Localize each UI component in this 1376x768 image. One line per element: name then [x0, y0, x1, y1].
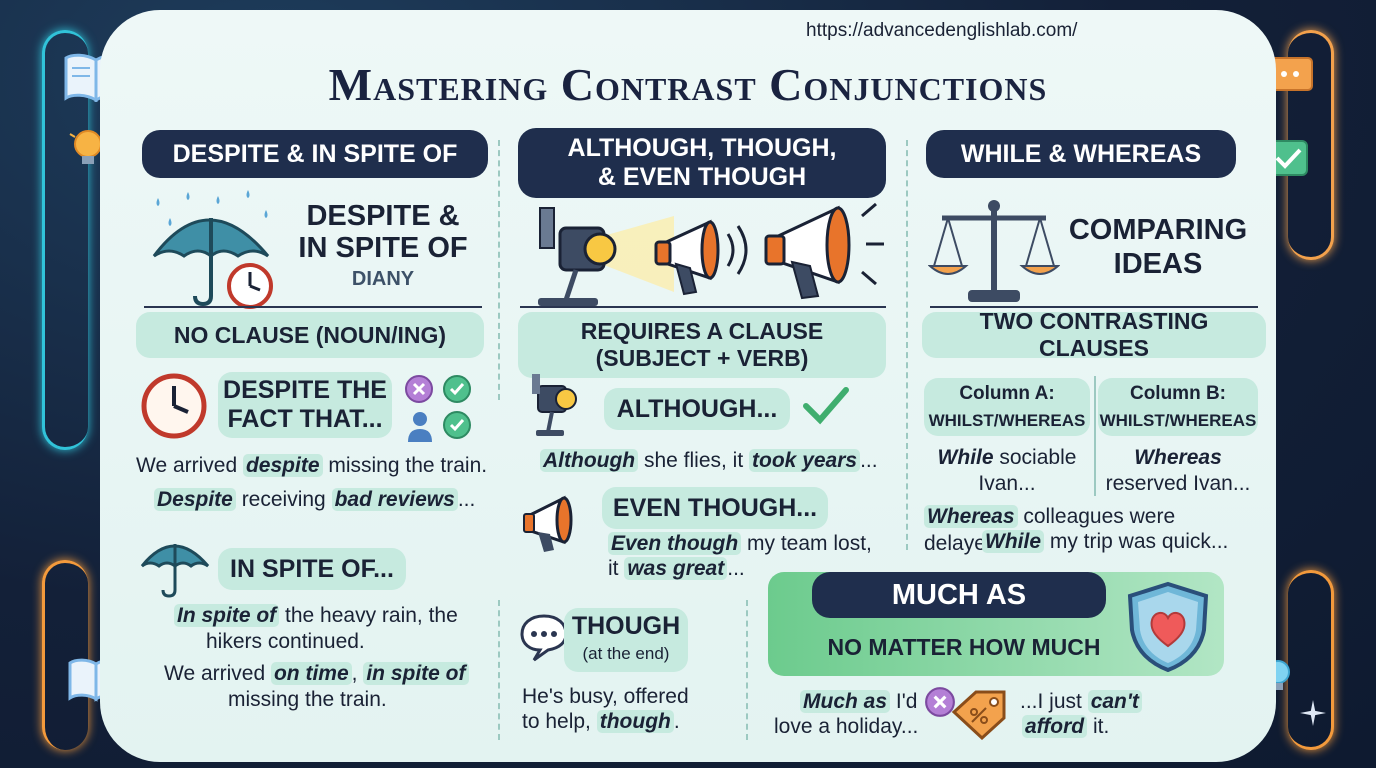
much-as-example-a: Much as I'd [800, 688, 930, 715]
neon-border-right [1288, 30, 1334, 260]
column-divider-1 [498, 140, 500, 400]
megaphone-icon [764, 202, 884, 300]
umbrella-icon [140, 544, 210, 598]
though-example-b: to help, though. [522, 710, 680, 733]
despite-fact-line2: FACT THAT... [227, 405, 383, 433]
spotlight-icon [532, 374, 577, 436]
neon-border-left-lower [42, 560, 88, 750]
requires-clause-pill: REQUIRES A CLAUSE (SUBJECT + VERB) [518, 312, 886, 378]
although-header: ALTHOUGH, THOUGH, & EVEN THOUGH [518, 128, 886, 198]
comparing-big-line1: COMPARING [1068, 214, 1248, 246]
despite-fact-pill: DESPITE THE FACT THAT... [218, 372, 392, 438]
page-title: Mastering Contrast Conjunctions [328, 59, 1048, 110]
although-pill: ALTHOUGH... [604, 388, 790, 430]
in-spite-example-1b: hikers continued. [206, 630, 365, 653]
person-icon [408, 412, 432, 442]
x-circle-icon [405, 375, 433, 403]
two-clauses-pill: TWO CONTRASTING CLAUSES [922, 308, 1266, 361]
check-icon [803, 387, 849, 425]
megaphone-icon [523, 495, 573, 552]
while-example: While my trip was quick... [982, 528, 1262, 555]
umbrella-icon [152, 190, 270, 307]
megaphone-icon [654, 219, 748, 296]
site-url[interactable]: https://advancedenglishlab.com/ [806, 20, 1078, 41]
spotlight-icon [538, 207, 674, 306]
column-a-example-a: While sociable [937, 446, 1077, 469]
check-circle-icon [443, 411, 471, 439]
column-divider-2 [906, 140, 908, 550]
despite-fact-line1: DESPITE THE [223, 376, 387, 404]
col1-rule [144, 306, 482, 308]
much-as-sub: NO MATTER HOW MUCH [827, 634, 1101, 660]
despite-example-2: Despite receiving bad reviews... [154, 486, 494, 513]
column-b-box: Column B: WHILST/WHEREAS [1098, 378, 1258, 436]
in-spite-example-2a: We arrived on time, in spite of [164, 660, 484, 687]
though-pill: THOUGH (at the end) [564, 608, 688, 672]
column-divider-1b [498, 600, 500, 740]
though-example-a: He's busy, offered [522, 685, 689, 708]
checkbox-icon [1268, 140, 1308, 176]
much-as-example-d: afford it. [1022, 713, 1172, 740]
column-b-example-b: reserved Ivan... [1105, 472, 1251, 495]
despite-example-1: We arrived despite missing the train. [136, 454, 488, 477]
column-b-example-a: Whereas [1134, 446, 1222, 469]
despite-big-line1: DESPITE & [306, 200, 460, 232]
even-though-pill: EVEN THOUGH... [602, 487, 828, 529]
speech-bubble-icon [520, 614, 568, 662]
despite-big-line2: IN SPITE OF [298, 232, 468, 264]
in-spite-of-pill: IN SPITE OF... [218, 548, 406, 590]
comparing-big-line2: IDEAS [1113, 248, 1203, 280]
column-a-example-b: Ivan... [978, 472, 1036, 495]
despite-small-label: DIANY [351, 268, 415, 290]
even-though-example-b: it was great... [608, 557, 745, 580]
check-circle-icon [443, 375, 471, 403]
sparkle-icon [1300, 700, 1326, 726]
clock-icon [227, 263, 273, 309]
x-circle-icon [925, 687, 955, 717]
neon-border-right-lower [1288, 570, 1334, 750]
price-tag-icon [951, 690, 1006, 740]
despite-header: DESPITE & IN SPITE OF [142, 130, 488, 178]
much-as-example-b: love a holiday... [774, 715, 919, 738]
in-spite-example-1a: In spite of the heavy rain, the [174, 602, 484, 629]
neon-border-left [42, 30, 88, 450]
although-example: Although she flies, it took years... [540, 447, 900, 474]
no-clause-pill: NO CLAUSE (NOUN/ING) [136, 312, 484, 358]
even-though-example-a: Even though my team lost, [608, 530, 898, 557]
column-ab-divider [1094, 376, 1096, 496]
column-a-box: Column A: WHILST/WHEREAS [924, 378, 1090, 436]
col2-rule [520, 306, 886, 308]
shield-heart-icon [1127, 581, 1209, 672]
col3-rule [930, 306, 1258, 308]
much-as-example-c: ...I just can't [1020, 688, 1190, 715]
much-as-header: MUCH AS [812, 572, 1106, 618]
column-divider-3 [746, 600, 748, 740]
clock-icon [141, 373, 207, 439]
scales-icon [928, 200, 1060, 302]
in-spite-example-2b: missing the train. [228, 688, 387, 711]
while-whereas-header: WHILE & WHEREAS [926, 130, 1236, 178]
